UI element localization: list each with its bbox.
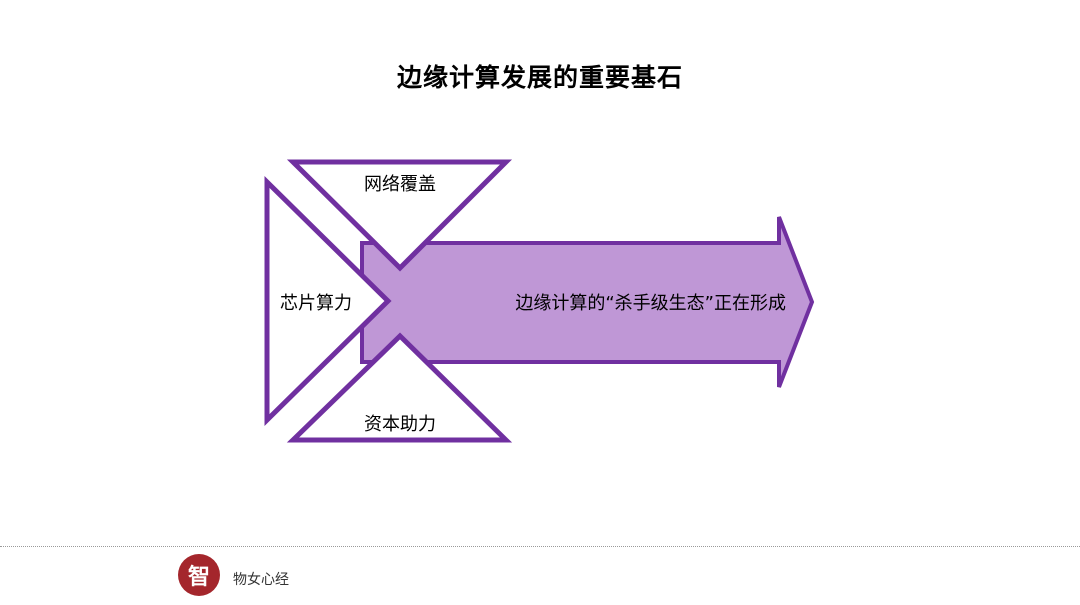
top-triangle-label: 网络覆盖 — [364, 174, 436, 195]
bottom-triangle-label: 资本助力 — [364, 414, 436, 435]
footer-brand-name: 物女心经 — [233, 572, 289, 588]
network-coverage-triangle — [286, 159, 513, 272]
arrow-label: 边缘计算的“杀手级生态”正在形成 — [515, 293, 786, 314]
slide-title: 边缘计算发展的重要基石 — [396, 63, 683, 92]
left-triangle-label: 芯片算力 — [280, 293, 352, 314]
brand-logo-glyph: 智 — [187, 564, 210, 590]
footer-divider — [0, 546, 1080, 547]
ecosystem-arrow — [360, 216, 815, 388]
brand-logo: 智 — [178, 554, 220, 596]
capital-support-triangle — [286, 332, 513, 443]
chip-computing-triangle — [264, 176, 392, 426]
